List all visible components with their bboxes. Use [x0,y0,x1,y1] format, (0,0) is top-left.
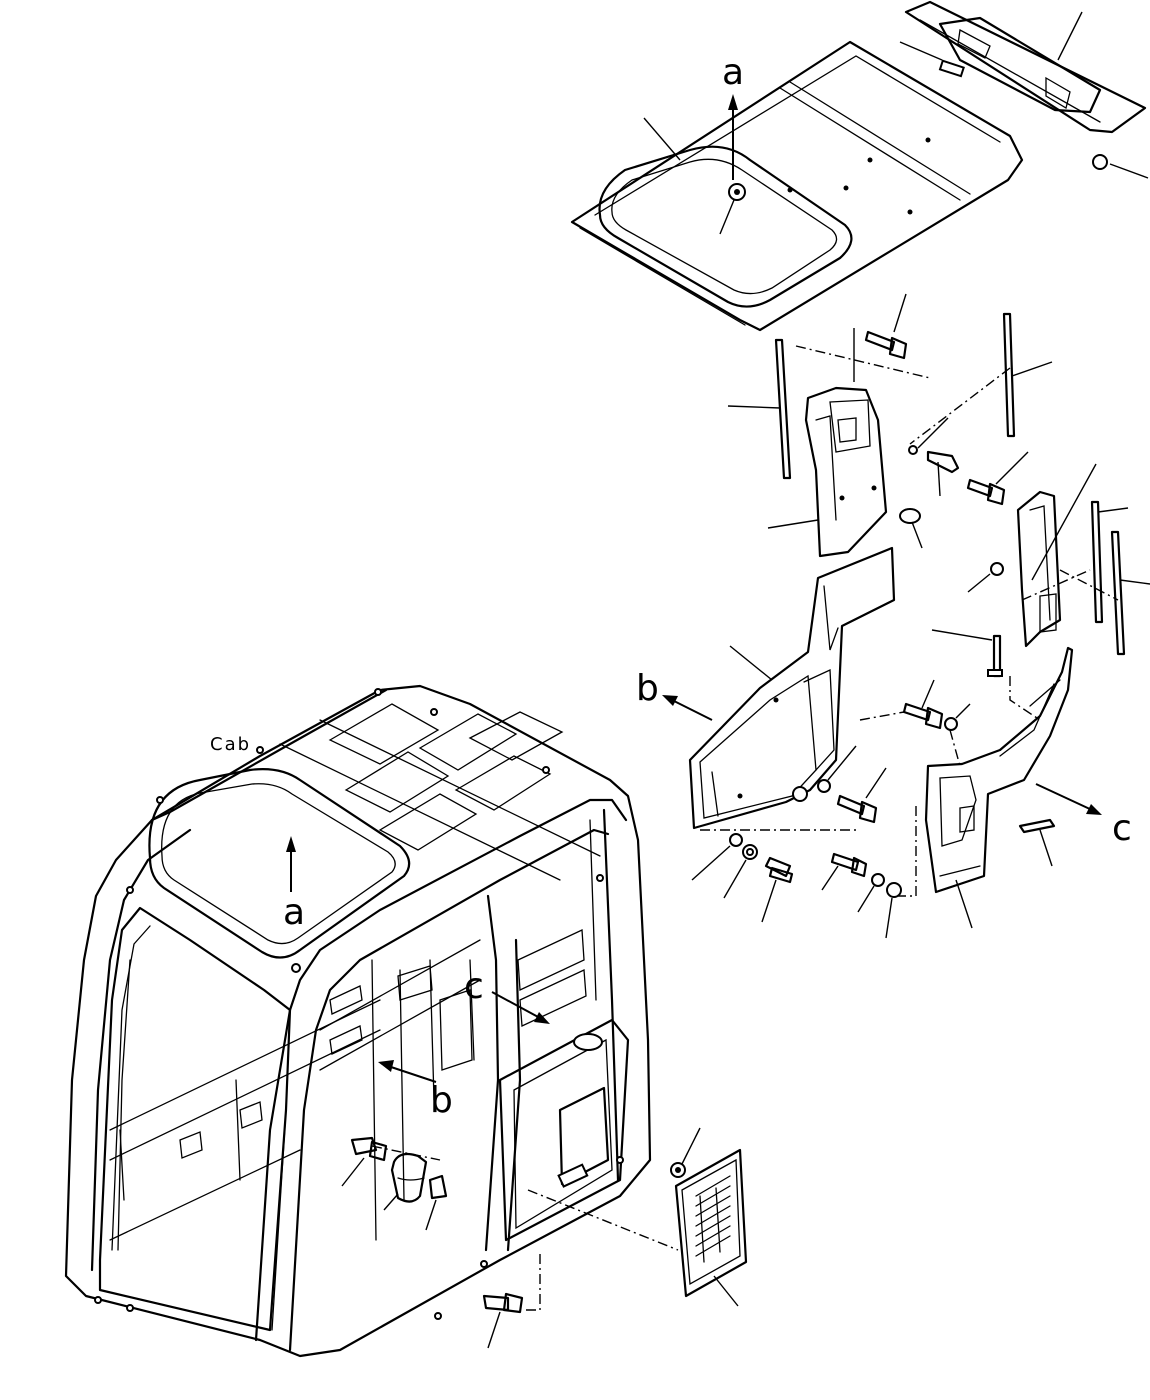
view-arrow-a-top [728,94,738,180]
leader-line [899,41,943,61]
right-rear-trim-panel [924,646,1074,894]
trim-nut-left [817,779,831,793]
assembly-line [527,1189,679,1251]
leader-line [865,767,887,799]
washer-mid [871,873,885,887]
leader-line [383,1193,399,1211]
reference-label-a-cab: a [283,892,305,933]
leader-line [719,199,735,235]
bolt-cab-bottom [482,1292,524,1314]
air-vent-grille [674,1148,748,1298]
leader-line [821,865,839,891]
small-plate [428,1174,448,1200]
assembly-line [371,1145,441,1161]
cab-label: Cab [210,734,251,755]
small-bracket [1018,818,1056,834]
nut-mid [886,882,902,898]
bolt-cab-left [350,1136,388,1162]
trim-bolt-right [902,702,944,730]
assembly-line [1059,569,1119,601]
view-arrow-b-right [662,695,713,721]
reference-label-b-cab: b [430,1080,453,1121]
left-weatherstrip [774,338,792,480]
leader-line [1109,163,1149,179]
leader-line [761,879,777,923]
leader-line [893,293,907,333]
leader-line [767,519,819,529]
assembly-line [1009,676,1041,721]
reference-label-b: b [636,668,659,709]
trim-clip-round [899,508,921,524]
leader-line [885,897,893,939]
view-arrow-c-cab [491,991,550,1024]
right-weatherstrip-upper [1002,312,1016,438]
leader-line [487,1311,501,1349]
reference-label-a: a [722,52,744,93]
trim-nut-right [944,717,958,731]
leader-line [917,417,949,449]
leader-line [955,703,971,719]
leader-line [681,1127,701,1165]
clip-holder [390,1152,428,1203]
assembly-line [795,345,931,379]
leader-line [341,1157,365,1187]
rear-upper-trim [904,0,1147,170]
pillar-bolt-right [966,478,1006,506]
small-clip [908,445,960,474]
weatherstrip-right-a [1090,500,1104,624]
leader-line [723,859,747,899]
bolt-lower-left [764,856,794,884]
roof-headliner-panel [570,40,1024,332]
view-arrow-b-cab [378,1060,437,1083]
cab-frame [64,684,652,1358]
leader-line [425,1199,437,1231]
leader-line [967,573,991,593]
left-side-trim-panel [688,546,896,830]
leader-line [1119,579,1150,585]
view-arrow-a-cab [286,836,296,892]
reference-label-c-cab: c [464,966,484,1007]
leader-line [921,679,935,709]
leader-line [1057,11,1083,61]
washer-left-b [742,844,758,860]
washer-left-a [729,833,743,847]
leader-line [931,629,993,641]
leader-line [1031,463,1097,581]
assembly-line [859,711,905,721]
leader-line [727,405,781,409]
assembly-line [1021,569,1091,601]
leader-line [937,461,941,497]
clip-bracket-right [987,634,1003,678]
leader-line [691,845,731,881]
reference-label-c: c [1112,808,1132,849]
assembly-line [909,367,1011,445]
vent-screw [670,1162,686,1178]
assembly-line [524,1254,541,1311]
leader-line [1039,829,1053,867]
leader-line [995,451,1029,485]
assembly-line [898,806,917,897]
front-pillar-trim-upper [804,386,888,558]
bolt-lower-mid [830,852,868,878]
rear-pillar-trim-right [1016,490,1062,648]
leader-line [1011,361,1053,377]
leader-line [827,745,857,781]
pillar-nut-right [990,562,1004,576]
leader-line [1097,507,1129,513]
leader-line [911,521,923,549]
trim-bolt-middle [836,794,878,824]
assembly-line [949,729,961,767]
weatherstrip-right-b [1110,530,1126,656]
leader-line [955,879,973,929]
leader-line [643,117,681,161]
leader-line [713,1275,739,1307]
leader-line [729,645,773,681]
leader-line [857,885,875,913]
pillar-bolt-top [864,330,908,360]
view-arrow-c-right [1035,783,1102,815]
